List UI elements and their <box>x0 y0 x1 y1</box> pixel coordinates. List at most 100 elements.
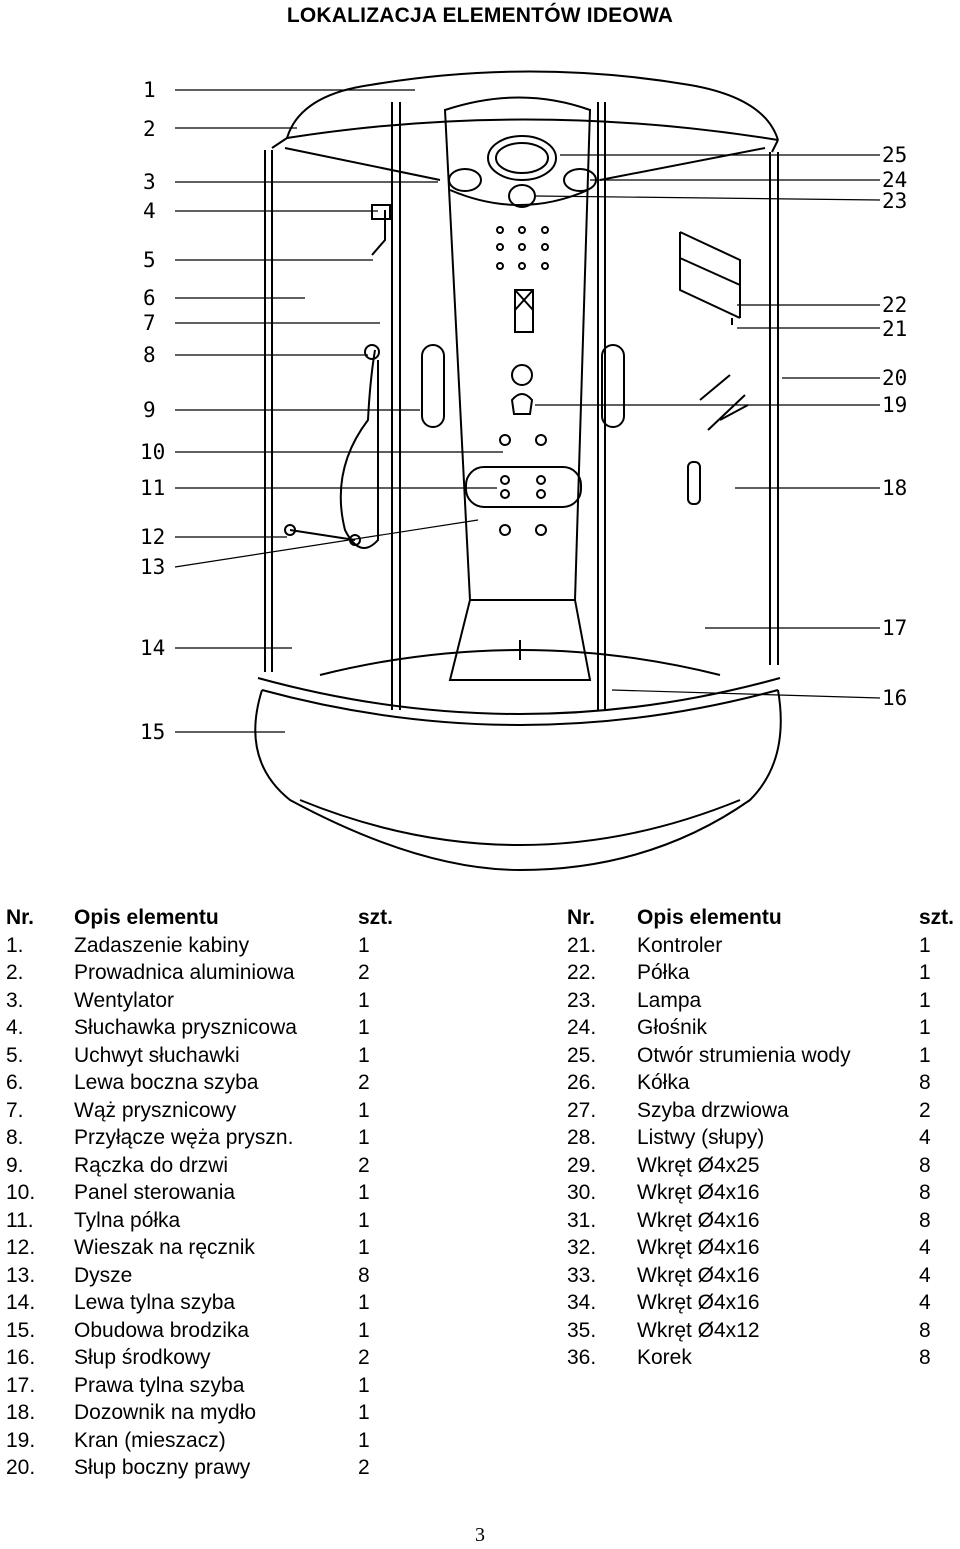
row-description: Uchwyt słuchawki <box>74 1043 240 1067</box>
row-number: 23. <box>567 988 597 1012</box>
row-description: Słup środkowy <box>74 1346 211 1369</box>
row-quantity: 1 <box>358 1043 370 1067</box>
callout-number: 3 <box>143 170 156 194</box>
row-quantity: 2 <box>358 961 370 984</box>
column-base <box>448 599 592 681</box>
controller-shape <box>487 135 557 181</box>
row-number: 34. <box>567 1291 597 1314</box>
row-quantity: 2 <box>358 1346 370 1369</box>
row-description: Lewa boczna szyba <box>74 1071 259 1094</box>
row-quantity: 1 <box>919 933 931 957</box>
row-number: 11. <box>6 1208 34 1232</box>
row-number: 12. <box>6 1236 36 1259</box>
row-number: 35. <box>567 1318 597 1342</box>
handset <box>371 204 391 220</box>
callout-number: 16 <box>882 686 907 710</box>
callouts-left: 1 2 3 4 5 6 7 8 9 10 11 12 13 14 15 <box>140 78 165 744</box>
row-quantity: 1 <box>358 1016 370 1039</box>
row-quantity: 8 <box>919 1346 931 1369</box>
callout-number: 6 <box>143 286 156 310</box>
row-quantity: 1 <box>358 1098 370 1122</box>
table-row: 23. Lampa 1 <box>567 987 955 1015</box>
row-description: Wkręt Ø4x16 <box>637 1208 760 1232</box>
row-quantity: 1 <box>358 988 370 1012</box>
row-description: Wkręt Ø4x16 <box>637 1236 760 1259</box>
row-quantity: 2 <box>919 1098 931 1122</box>
row-description: Obudowa brodzika <box>74 1318 250 1342</box>
column-header-description: Opis elementu <box>74 906 219 929</box>
right-door-handle <box>601 344 625 428</box>
row-number: 1. <box>6 933 24 957</box>
row-number: 3. <box>6 988 24 1012</box>
row-quantity: 8 <box>358 1263 370 1287</box>
callout-number: 18 <box>882 476 907 500</box>
towel-bar <box>289 529 356 541</box>
left-door-handle <box>421 344 445 428</box>
row-description: Słup boczny prawy <box>74 1456 251 1479</box>
row-number: 4. <box>6 1016 24 1039</box>
row-quantity: 1 <box>919 1016 931 1039</box>
page-title: LOKALIZACJA ELEMENTÓW IDEOWA <box>286 4 674 27</box>
row-description: Wkręt Ø4x12 <box>637 1318 760 1342</box>
shower-cabin-diagram: 1 2 3 4 5 6 7 8 9 10 11 12 13 14 15 25 2… <box>0 58 960 888</box>
row-description: Wkręt Ø4x16 <box>637 1291 760 1314</box>
callout-number: 2 <box>143 117 156 141</box>
handset-holder <box>371 210 386 256</box>
table-header-row: Nr. Opis elementu szt. <box>6 904 398 932</box>
row-quantity: 1 <box>919 1043 931 1067</box>
control-panel-shape <box>514 289 534 333</box>
row-number: 33. <box>567 1263 597 1287</box>
row-quantity: 1 <box>358 1401 370 1424</box>
callout-number: 23 <box>882 189 907 213</box>
row-description: Szyba drzwiowa <box>637 1098 789 1122</box>
row-description: Wkręt Ø4x16 <box>637 1181 760 1204</box>
shower-hose <box>339 349 379 549</box>
tray-housing <box>254 689 782 872</box>
table-row: 3. Wentylator 1 <box>6 987 398 1015</box>
row-number: 7. <box>6 1098 24 1122</box>
row-description: Wkręt Ø4x25 <box>637 1153 760 1177</box>
center-column <box>443 96 592 601</box>
faucet-dial <box>511 364 533 386</box>
row-quantity: 1 <box>919 988 931 1012</box>
callouts-right: 25 24 23 22 21 20 19 18 17 16 <box>882 143 907 710</box>
row-description: Kontroler <box>637 933 723 957</box>
column-header-nr: Nr. <box>6 906 35 929</box>
row-description: Zadaszenie kabiny <box>74 933 250 957</box>
callout-number: 4 <box>143 199 156 223</box>
row-description: Kran (mieszacz) <box>74 1428 226 1452</box>
row-quantity: 2 <box>358 1071 370 1094</box>
callout-number: 9 <box>143 398 156 422</box>
row-description: Lewa tylna szyba <box>74 1291 236 1314</box>
right-shelf <box>679 231 741 319</box>
row-description: Prowadnica aluminiowa <box>74 961 295 984</box>
row-quantity: 1 <box>919 961 931 984</box>
row-description: Lampa <box>637 988 702 1012</box>
callout-number: 19 <box>882 393 907 417</box>
roof-lower-edge <box>286 118 779 141</box>
callout-number: 8 <box>143 343 156 367</box>
callout-number: 12 <box>140 525 165 549</box>
soap-dispenser <box>687 461 701 505</box>
column-header-nr: Nr. <box>567 906 596 929</box>
row-description: Wentylator <box>74 988 174 1012</box>
callout-number: 14 <box>140 636 165 660</box>
table-row: 28.Listwy (słupy)4 <box>567 1124 955 1152</box>
